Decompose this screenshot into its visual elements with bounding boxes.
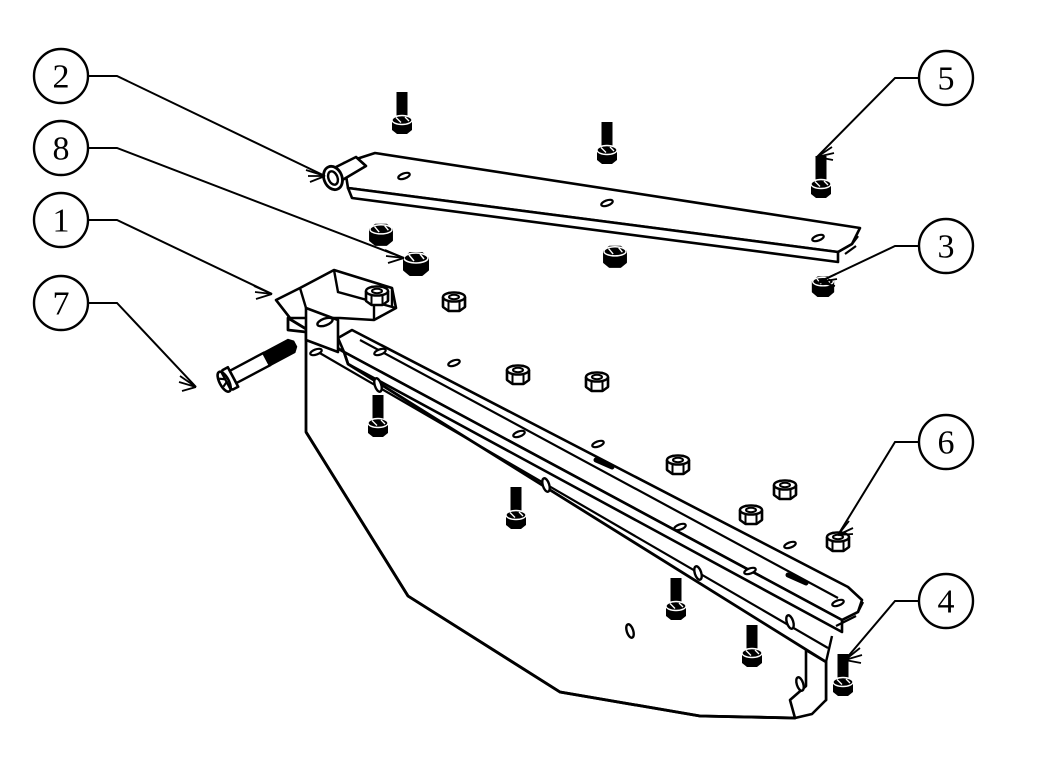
hex-nut-upper-b[interactable] xyxy=(603,245,627,268)
nut-on-tab xyxy=(364,285,390,307)
balloon-1[interactable]: 1 xyxy=(32,191,273,300)
part-upper-support-arm[interactable] xyxy=(320,151,862,264)
hex-nut-item8[interactable] xyxy=(403,252,429,276)
balloon-6-label: 6 xyxy=(938,425,955,462)
balloon-6[interactable]: 6 xyxy=(837,413,975,536)
balloon-7-label: 7 xyxy=(53,286,70,323)
hex-nut-mid-e[interactable] xyxy=(738,504,764,526)
part-main-mounting-bracket[interactable] xyxy=(274,268,865,720)
balloon-3-label: 3 xyxy=(938,229,955,266)
bolt-top-mid[interactable] xyxy=(596,121,618,165)
hex-nut-mid-c[interactable] xyxy=(584,371,610,393)
balloon-callouts: 2 8 1 7 xyxy=(32,47,975,664)
hex-nut-mid-a[interactable] xyxy=(441,291,467,313)
arm-pivot-tube xyxy=(322,155,368,192)
hex-nut-mid-d[interactable] xyxy=(665,454,691,476)
balloon-8[interactable]: 8 xyxy=(32,119,405,264)
balloon-4-label: 4 xyxy=(938,584,955,621)
balloon-5[interactable]: 5 xyxy=(816,49,975,161)
long-hex-bolt-item7[interactable] xyxy=(215,334,300,393)
hex-nut-mid-b[interactable] xyxy=(505,364,531,386)
balloon-2[interactable]: 2 xyxy=(32,47,326,183)
balloon-8-label: 8 xyxy=(53,131,70,168)
bolt-top-left[interactable] xyxy=(391,91,413,135)
hex-nut-upper-a[interactable] xyxy=(369,223,393,246)
web-hole-5 xyxy=(590,438,606,450)
balloon-3[interactable]: 3 xyxy=(818,217,975,287)
flange-slot-1 xyxy=(593,457,615,470)
balloon-7[interactable]: 7 xyxy=(32,274,197,392)
balloon-4[interactable]: 4 xyxy=(844,572,975,664)
hex-nut-mid-f[interactable] xyxy=(772,479,798,501)
front-hole-6 xyxy=(783,613,797,631)
web-hole-3 xyxy=(446,357,462,369)
balloon-2-label: 2 xyxy=(53,59,70,96)
hex-bolt-item5[interactable] xyxy=(810,155,832,199)
flange-slot-2 xyxy=(785,572,809,586)
bracket-raised-mounting-tab xyxy=(274,268,398,354)
web-hole-9 xyxy=(782,539,798,551)
balloon-1-label: 1 xyxy=(53,203,70,240)
balloon-5-label: 5 xyxy=(938,61,955,98)
